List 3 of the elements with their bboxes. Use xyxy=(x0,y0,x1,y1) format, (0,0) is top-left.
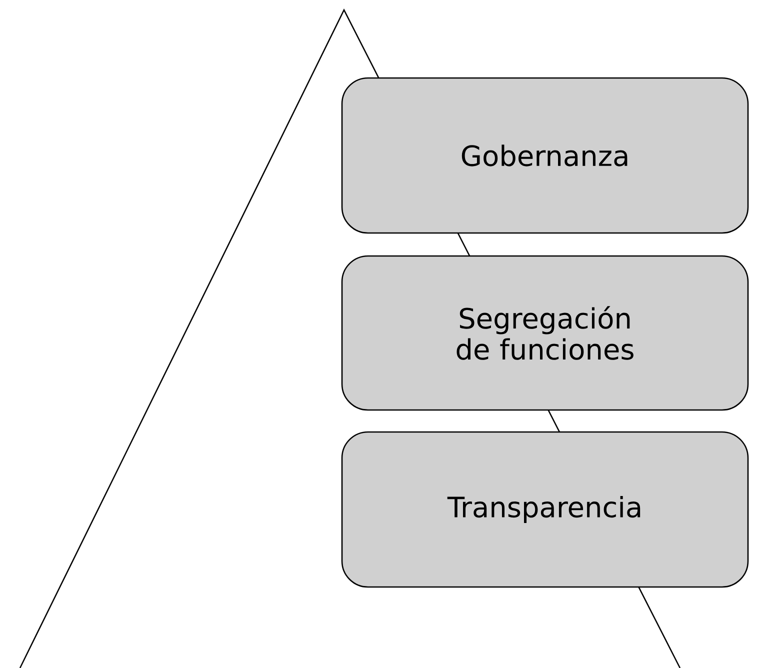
text-box: Transparencia xyxy=(341,431,749,588)
text-box: Gobernanza xyxy=(341,77,749,234)
text-box: Segregación de funciones xyxy=(341,255,749,411)
